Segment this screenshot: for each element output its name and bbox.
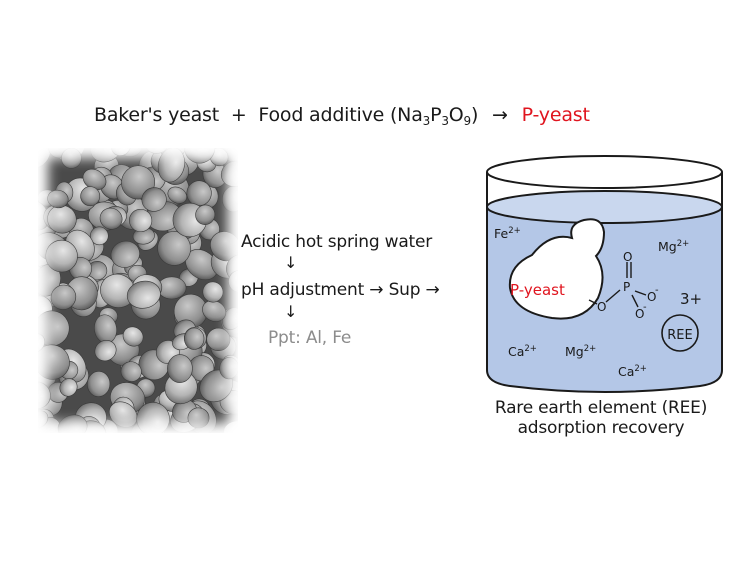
subscript-na: 3 [422,114,431,128]
reaction-arrow-icon: → [492,104,508,126]
ph-adjustment-label: pH adjustment [241,280,365,300]
yeast-cell [61,148,82,169]
reactant-food-additive: Food additive (Na3P3O9) [258,104,479,128]
yeast-cell [126,280,161,309]
yeast-cell [99,207,123,230]
yeast-cell [38,381,51,409]
food-additive-prefix: Food additive (Na [258,104,423,126]
ion-ca-symbol: Ca [618,364,634,379]
yeast-cell [110,240,140,268]
yeast-cell [157,148,185,183]
yeast-cell [122,326,144,347]
phosphate-o-minus1: O [647,290,656,304]
yeast-cell [89,226,109,246]
phosphate-minus2: - [643,302,647,313]
phosphate-minus1: - [655,285,659,296]
phosphate-group [588,262,647,308]
ion-fe-charge: 2+ [508,226,521,236]
subscript-o: 9 [463,114,472,128]
yeast-cell [220,160,238,187]
yeast-cell [50,284,77,310]
yeast-cell [228,269,238,293]
yeast-cell [195,204,216,225]
ree-circle [661,314,699,352]
yeast-cell [38,410,49,429]
phosphate-p: P [623,280,630,294]
ion-mg-top: Mg2+ [658,239,689,254]
phosphate-o-minus2: O [635,307,644,321]
caption-line1: Rare earth element (REE) [494,398,708,418]
yeast-cell [223,420,238,433]
yeast-cell [94,340,117,362]
close-paren: ) [470,104,479,126]
ion-ca-bottom: Ca2+ [618,364,647,379]
flow-step-acidic-water: Acidic hot spring water [241,232,433,252]
element-o: O [448,104,464,126]
subscript-p: 3 [441,114,449,128]
ree-label: REE [667,328,692,343]
phosphate-o-double: O [623,250,632,264]
yeast-cell-shape [508,218,606,320]
sup-label: Sup [388,280,421,300]
yeast-cell [108,401,138,428]
phosphate-o-link: O [597,300,606,314]
yeast-cell [141,187,167,212]
down-arrow-icon: ↓ [284,253,298,272]
plus-sign: + [230,104,247,126]
flow-step-ph-adjustment: pH adjustment → Sup → [241,280,440,300]
beaker-rim [486,155,723,189]
ion-mg-bottom: Mg2+ [565,344,596,359]
ree-charge: 3+ [680,290,702,308]
liquid-surface [486,190,723,224]
product-p-yeast: P-yeast [521,104,590,126]
down-arrow-icon: ↓ [284,302,298,321]
yeast-cell [184,148,216,164]
reactant-bakers-yeast: Baker's yeast [94,104,219,126]
reaction-equation: Baker's yeast + Food additive (Na3P3O9) … [94,104,590,128]
ion-mg-symbol: Mg [658,239,677,254]
ion-ca-charge: 2+ [634,364,647,374]
yeast-cell [202,281,224,303]
p-yeast-label: P-yeast [510,281,565,299]
ion-mg-charge: 2+ [677,239,690,249]
ion-mg-symbol: Mg [565,344,584,359]
yeast-cell [219,357,238,380]
yeast-cell [38,333,46,354]
precipitate-label: Ppt: Al, Fe [268,328,352,348]
beaker-walls [486,172,723,393]
yeast-cell [167,354,193,383]
element-p: P [430,104,442,126]
ion-fe: Fe2+ [494,226,521,241]
yeast-cell [90,148,122,163]
yeast-cell [202,300,227,322]
yeast-cell [157,231,191,266]
yeast-cell [145,148,169,154]
caption: Rare earth element (REE) adsorption reco… [462,398,740,438]
beaker-diagram: P-yeast O P O O - O - 3+ REE Fe2+ Mg2+ C… [486,155,723,393]
yeast-cell [86,371,111,397]
yeast-cell [45,239,78,273]
ion-mg-charge: 2+ [584,344,597,354]
yeast-cell [47,189,69,209]
yeast-cell [167,186,188,204]
yeast-cell [136,402,170,433]
yeast-cell [47,204,77,234]
yeast-cell [184,327,205,350]
yeast-cell [120,361,142,382]
yeast-cell [59,378,78,397]
yeast-micrograph [38,148,238,433]
caption-line2: adsorption recovery [517,418,685,438]
yeast-cell [80,186,101,207]
right-arrow-icon: → [425,280,440,300]
ion-ca-symbol: Ca [508,344,524,359]
yeast-cell [187,407,210,429]
ion-ca-left: Ca2+ [508,344,537,359]
micrograph-cells [38,148,238,433]
ion-fe-symbol: Fe [494,226,509,241]
ion-ca-charge: 2+ [524,344,537,354]
yeast-cell [111,148,131,156]
yeast-cell [129,208,153,233]
right-arrow-icon: → [369,280,384,300]
yeast-cell [57,414,88,433]
